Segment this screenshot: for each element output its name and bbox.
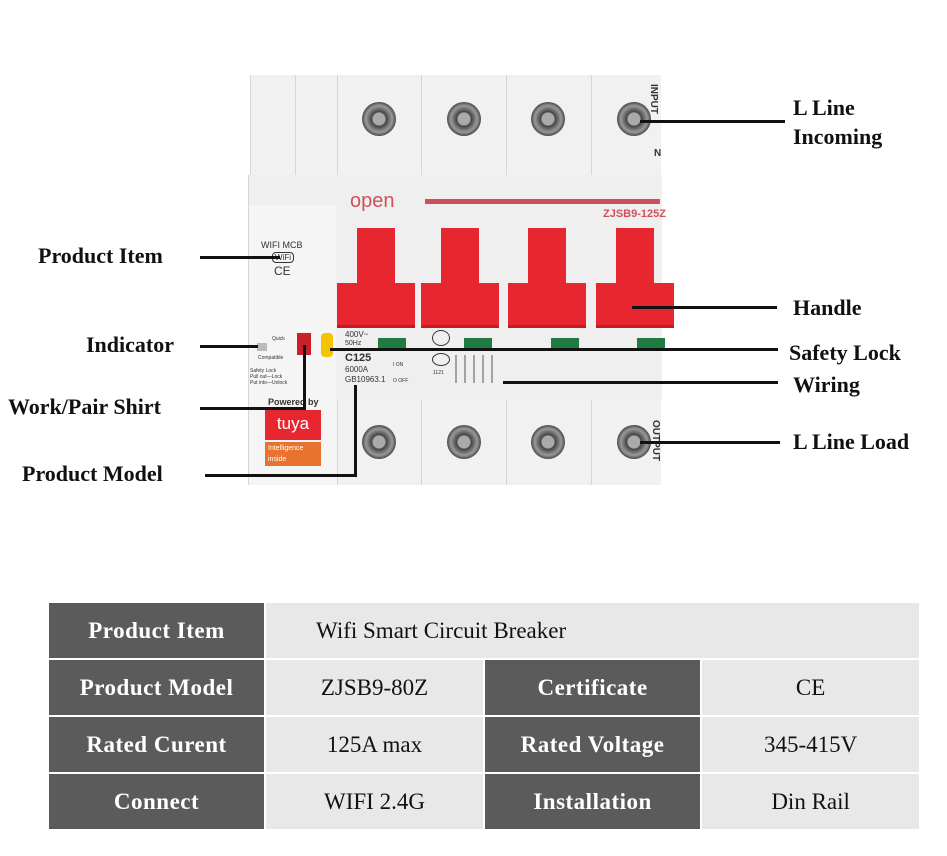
leader-line [330,348,778,351]
brand-logo: open [350,190,395,212]
terminal-screw-icon [362,425,396,459]
brand-stripe [425,199,660,204]
spec-value: 125A max [264,715,485,774]
spec-header: Connect [46,772,267,831]
indicator-light [257,343,267,351]
leader-line [503,381,778,384]
leader-line [640,441,780,444]
voltage-text: 400V~ [345,330,369,339]
terminal-screw-icon [531,425,565,459]
wifi-module [248,205,336,400]
spec-header: Product Model [46,658,267,717]
callout-work-pair: Work/Pair Shirt [8,394,161,419]
callout-l-line-incoming-2: Incoming [793,124,883,149]
wiring-diagram-icon [455,355,495,383]
curve-text: C125 [345,352,372,364]
breaker-top-left [250,75,295,175]
spec-value: WIFI 2.4G [264,772,485,831]
indicator-window [551,338,579,348]
spec-value: Din Rail [700,772,921,831]
model-label: ZJSB9-125Z [603,208,666,220]
callout-wiring: Wiring [793,372,860,397]
spec-header: Installation [482,772,703,831]
callout-handle: Handle [793,295,862,320]
callout-product-model: Product Model [22,461,163,486]
table-row: Product Item Wifi Smart Circuit Breaker [46,601,921,660]
spec-table: Product Item Wifi Smart Circuit Breaker … [46,601,921,831]
on-text: I ON [393,362,404,368]
spec-value: 345-415V [700,715,921,774]
tuya-logo: tuya [265,410,321,440]
ce-mark: CE [274,264,291,278]
pair-switch[interactable] [297,333,311,355]
callout-product-item: Product Item [38,243,163,268]
terminal-screw-icon [617,102,651,136]
handle[interactable] [421,228,499,328]
leader-line [205,474,357,477]
indicator-window [464,338,492,348]
n-label: N [654,148,662,159]
safety-lock-text: Safety Lock [250,368,277,374]
put-into-text: Put into—Unlock [250,380,288,386]
cert-number: 1121 [433,370,444,376]
callout-l-line-incoming-1: L Line [793,95,855,120]
compatible-label: Compatible [258,355,284,361]
handle[interactable] [508,228,586,328]
table-row: Rated Curent 125A max Rated Voltage 345-… [46,715,921,774]
indicator-window [378,338,406,348]
output-label: OUTPUT [650,420,661,461]
pull-out-text: Pull out—Lock [250,374,283,380]
indicator-window [637,338,665,348]
terminal-screw-icon [447,425,481,459]
leader-line [354,385,357,477]
spec-header: Certificate [482,658,703,717]
spec-value: Wifi Smart Circuit Breaker [264,601,921,660]
callout-safety-lock: Safety Lock [789,340,901,365]
leader-line [200,345,258,348]
leader-line [200,256,280,259]
leader-line [200,407,306,410]
standard-text: GB10963.1 [345,375,386,384]
leader-line [303,345,306,410]
input-label: INPUT [648,84,659,114]
spec-header: Rated Voltage [482,715,703,774]
pole-bottom [506,400,591,485]
breaker-top-left2 [295,75,337,175]
terminal-screw-icon [447,102,481,136]
terminal-screw-icon [362,102,396,136]
spec-header: Rated Curent [46,715,267,774]
quick-label: Quick [272,336,285,342]
powered-by-text: Powered by [268,397,319,407]
wifi-mcb-text: WIFI MCB [261,240,303,250]
breaking-text: 6000A [345,365,369,374]
ccc-mark-icon [432,330,450,346]
handle[interactable] [596,228,674,328]
spec-header: Product Item [46,601,267,660]
off-text: O OFF [393,378,409,384]
terminal-screw-icon [531,102,565,136]
cqc-mark-icon [432,353,450,366]
leader-line [640,120,785,123]
callout-l-line-load: L Line Load [793,429,910,454]
spec-value: CE [700,658,921,717]
spec-value: ZJSB9-80Z [264,658,485,717]
callout-indicator: Indicator [86,332,174,357]
intelligence-badge: Intelligence inside [265,442,321,466]
table-row: Product Model ZJSB9-80Z Certificate CE [46,658,921,717]
table-row: Connect WIFI 2.4G Installation Din Rail [46,772,921,831]
freq-text: 50Hz [345,340,362,347]
safety-lock-slider[interactable] [321,333,333,357]
leader-line [632,306,777,309]
handle[interactable] [337,228,415,328]
